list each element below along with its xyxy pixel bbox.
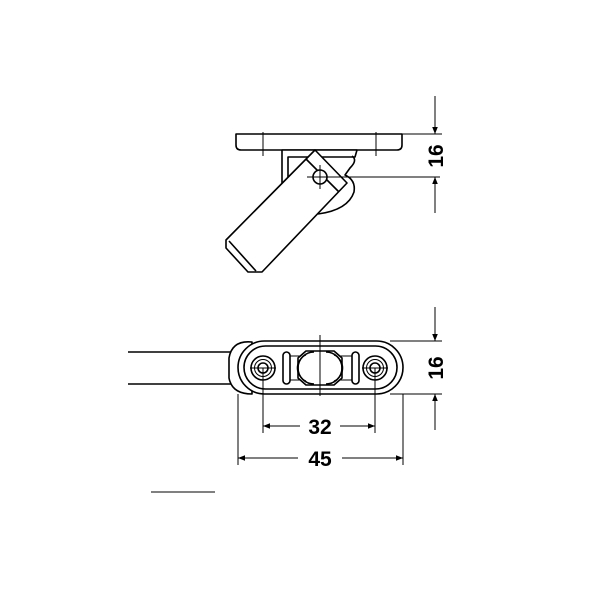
side-height-dimension: 16 bbox=[425, 144, 448, 167]
latch-curve bbox=[317, 155, 356, 215]
top-height-dimension: 16 bbox=[425, 356, 448, 379]
slot-left bbox=[282, 351, 291, 385]
slot-right bbox=[351, 351, 360, 385]
hole-spacing-dimension: 32 bbox=[308, 416, 331, 439]
side-view: 16 bbox=[225, 96, 448, 273]
top-view: 16 32 45 bbox=[128, 307, 448, 493]
mounting-plate bbox=[235, 133, 403, 151]
overall-width-dimension: 45 bbox=[308, 448, 332, 471]
